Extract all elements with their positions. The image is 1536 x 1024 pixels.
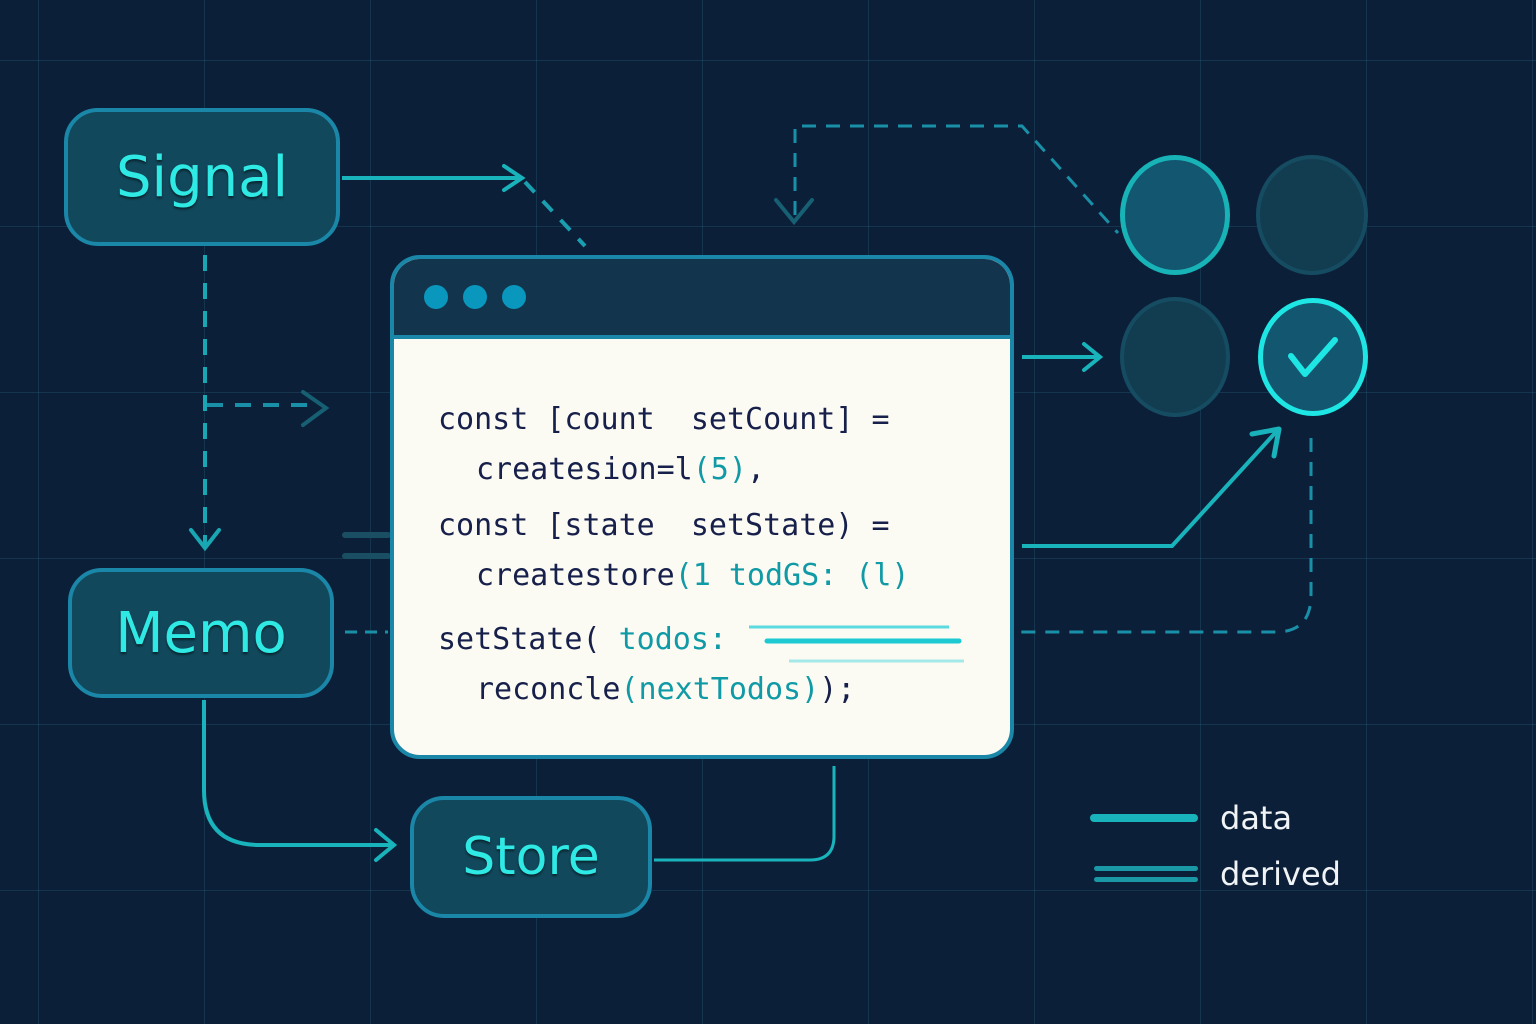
store-to-editor-line [654, 766, 836, 862]
editor-to-check-arrow [1022, 430, 1278, 548]
legend-label: derived [1220, 855, 1341, 893]
code-editor-window: const [count setCount] = createsion=l(5),… [390, 255, 1014, 759]
code-line: setState( todos: [438, 615, 1010, 665]
code-token: reconcle [476, 672, 621, 707]
top-loop-arrowhead [774, 198, 814, 226]
editor-titlebar [394, 259, 1010, 339]
legend-item-derived: derived [1090, 846, 1341, 902]
signal-node[interactable]: Signal [64, 108, 340, 246]
derived-marker [342, 532, 391, 559]
check-icon [1288, 337, 1338, 377]
code-token-highlight: (nextTodos) [620, 672, 820, 707]
code-line: const [state setState) = [438, 501, 1010, 551]
code-token-highlight: todos: [618, 622, 727, 657]
code-line: reconcle(nextTodos)); [438, 665, 1010, 715]
legend-item-data: data [1090, 790, 1341, 846]
legend-label: data [1220, 799, 1293, 837]
code-token-highlight: (1 todGS: (l) [674, 558, 910, 593]
window-dot-icon[interactable] [463, 285, 487, 309]
code-line: const [count setCount] = [438, 395, 1010, 445]
code-token: , [746, 452, 765, 487]
code-token: createsion=l [476, 452, 693, 487]
memo-node-label: Memo [115, 600, 287, 666]
code-token: setState( [438, 622, 619, 657]
code-line: createsion=l(5), [438, 445, 1010, 495]
code-token-highlight: (5) [692, 452, 747, 487]
solid-line-icon [1090, 814, 1198, 822]
editor-to-circles-arrowhead [1082, 342, 1104, 372]
code-token: createstore [476, 558, 675, 593]
status-circle-inactive[interactable] [1120, 297, 1230, 417]
double-line-icon [1090, 864, 1198, 884]
store-node[interactable]: Store [410, 796, 652, 918]
window-dot-icon[interactable] [502, 285, 526, 309]
window-dot-icon[interactable] [424, 285, 448, 309]
store-node-label: Store [462, 827, 600, 887]
branch-arrowhead [301, 390, 330, 427]
signal-node-label: Signal [115, 144, 289, 210]
motion-streaks [749, 625, 964, 663]
code-token: const [state setState) = [438, 508, 890, 543]
code-token: const [count setCount] = [438, 402, 890, 437]
status-circle-inactive[interactable] [1256, 155, 1368, 275]
memo-to-store-arrow [202, 700, 392, 847]
signal-arrowhead [502, 164, 526, 192]
status-circle-active[interactable] [1120, 155, 1230, 275]
check-to-editor-dashed [1020, 438, 1313, 634]
signal-dashed-diagonal [523, 180, 587, 248]
code-block: const [count setCount] = createsion=l(5),… [394, 339, 1010, 715]
code-line: createstore(1 todGS: (l) [438, 551, 1010, 601]
store-arrowhead [374, 828, 398, 862]
memo-arrowhead [189, 528, 221, 552]
memo-node[interactable]: Memo [68, 568, 334, 698]
legend: data derived [1090, 790, 1341, 902]
check-arrowhead [1249, 426, 1282, 459]
top-dashed-loop [793, 124, 1120, 235]
status-circle-complete[interactable] [1258, 298, 1368, 416]
code-token: ); [819, 672, 856, 707]
